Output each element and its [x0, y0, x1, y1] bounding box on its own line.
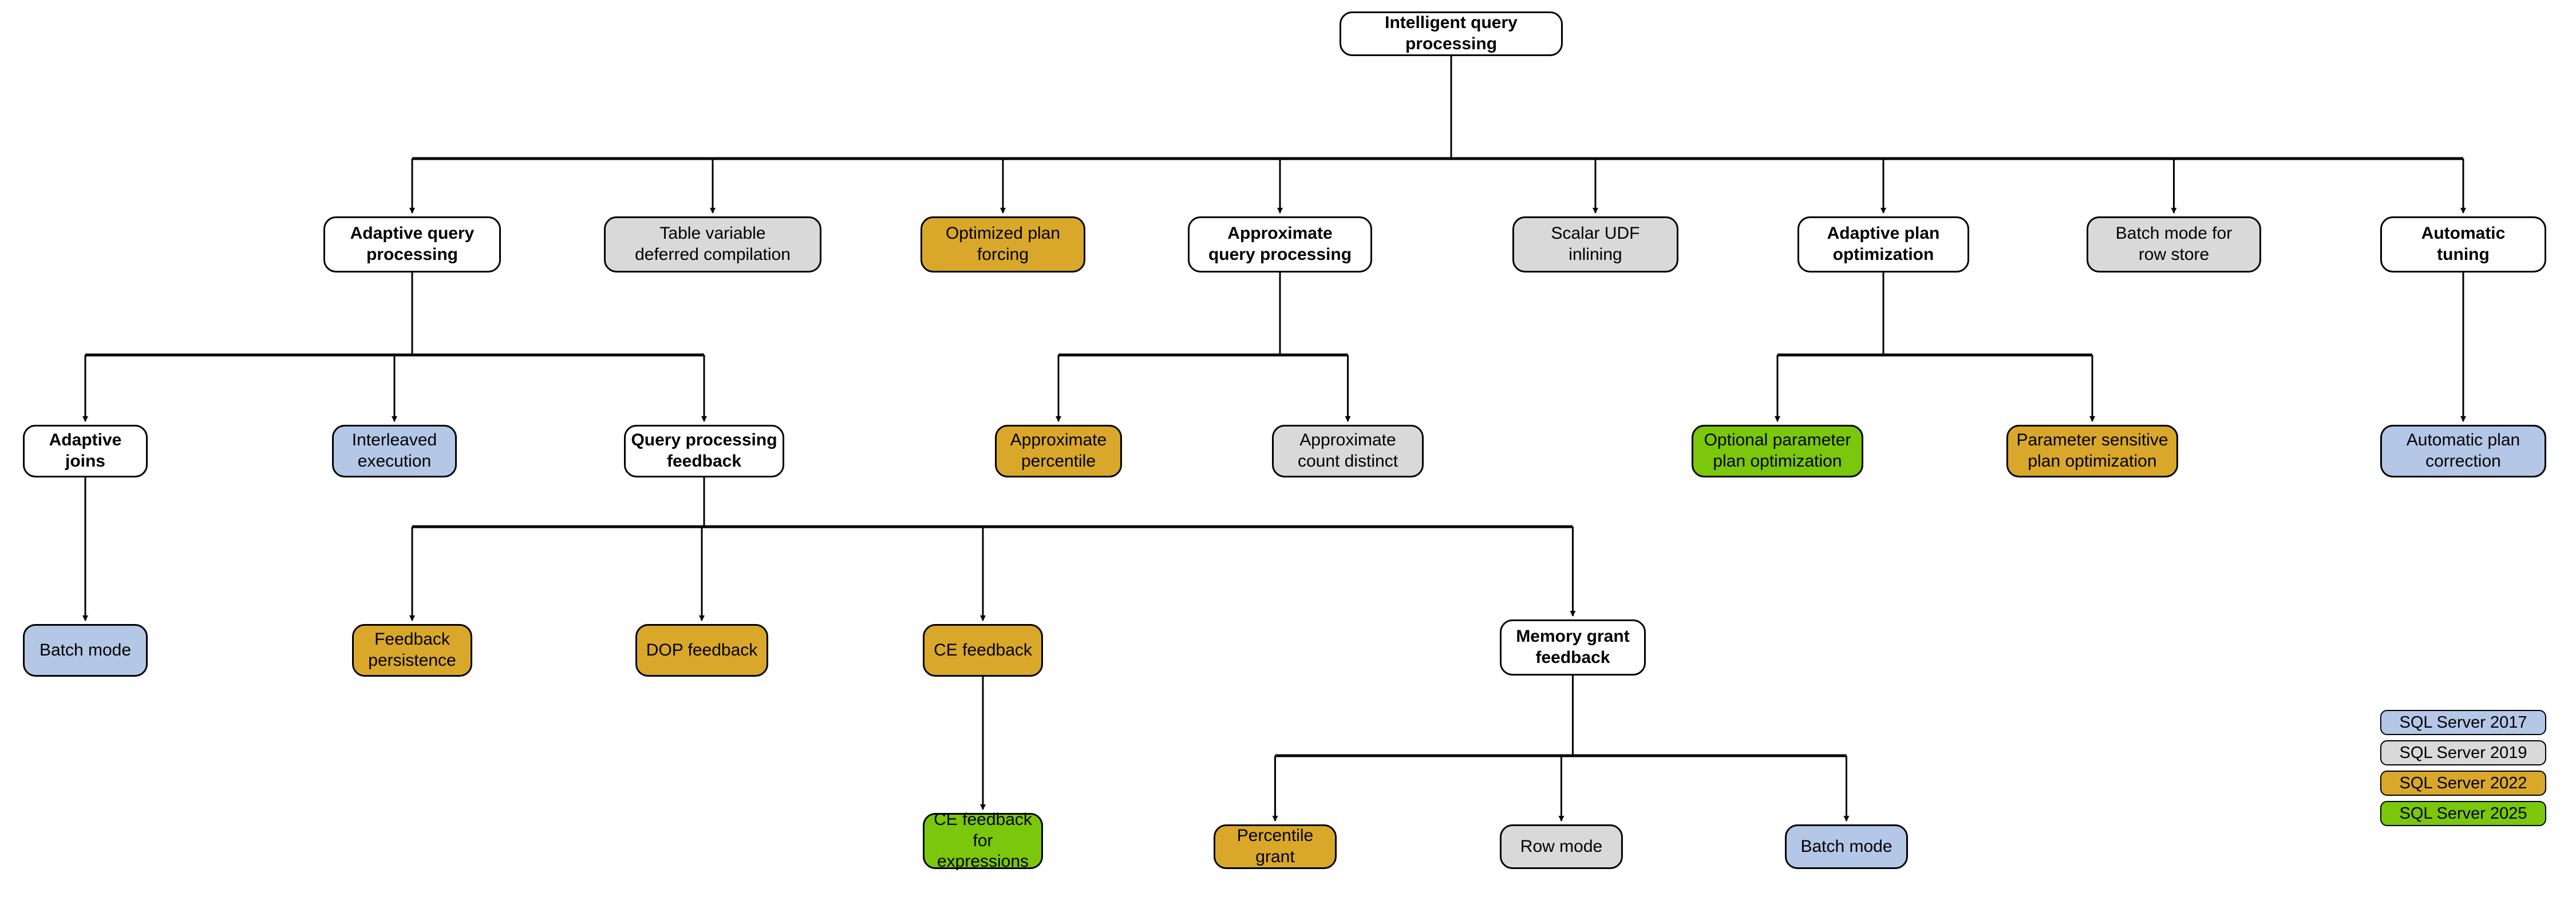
node-pspo[interactable]: Parameter sensitive plan optimization [2006, 425, 2178, 477]
node-label: Approximate query processing [1208, 224, 1352, 264]
node-label: Adaptive query processing [350, 224, 475, 264]
node-label: Memory grant feedback [1516, 627, 1630, 667]
node-bmrs[interactable]: Batch mode for row store [2087, 216, 2261, 273]
legend-item-sql-server-2022: SQL Server 2022 [2380, 771, 2546, 796]
node-label: Scalar UDF inlining [1551, 224, 1640, 264]
node-label: Optimized plan forcing [945, 224, 1061, 264]
legend-label: SQL Server 2019 [2399, 743, 2527, 762]
legend-label: SQL Server 2025 [2399, 804, 2527, 823]
node-label: Optional parameter plan optimization [1704, 431, 1851, 471]
node-root[interactable]: Intelligent query processing [1340, 11, 1563, 56]
node-label: CE feedback for expressions [934, 810, 1032, 871]
node-label: Automatic tuning [2421, 224, 2506, 264]
node-oppo[interactable]: Optional parameter plan optimization [1692, 425, 1863, 477]
node-pctgrant[interactable]: Percentile grant [1214, 824, 1337, 869]
node-label: Table variable deferred compilation [635, 224, 791, 264]
node-adaptivejoins[interactable]: Adaptive joins [23, 425, 148, 477]
node-apo[interactable]: Adaptive plan optimization [1797, 216, 1969, 273]
node-qpf[interactable]: Query processing feedback [624, 425, 784, 477]
legend-item-sql-server-2017: SQL Server 2017 [2380, 710, 2546, 735]
node-mgf[interactable]: Memory grant feedback [1500, 619, 1646, 676]
node-label: Interleaved execution [351, 431, 437, 471]
node-label: Query processing feedback [631, 431, 777, 471]
node-interleaved[interactable]: Interleaved execution [332, 425, 457, 477]
node-label: Adaptive joins [49, 431, 122, 471]
node-fbpersist[interactable]: Feedback persistence [352, 624, 472, 677]
node-approxpct[interactable]: Approximate percentile [995, 425, 1122, 477]
node-label: Approximate count distinct [1297, 431, 1398, 471]
node-label: Automatic plan correction [2406, 431, 2520, 471]
node-approxcd[interactable]: Approximate count distinct [1272, 425, 1424, 477]
node-label: Approximate percentile [1010, 431, 1107, 471]
node-label: Intelligent query processing [1385, 13, 1518, 53]
node-label: Adaptive plan optimization [1827, 224, 1940, 264]
node-label: Percentile grant [1236, 826, 1314, 866]
node-label: Batch mode for row store [2115, 224, 2233, 264]
node-label: Row mode [1520, 836, 1603, 856]
legend-label: SQL Server 2017 [2399, 713, 2527, 732]
node-label: DOP feedback [646, 640, 758, 660]
node-label: CE feedback [934, 640, 1032, 660]
node-batchmode2[interactable]: Batch mode [1785, 824, 1908, 869]
node-rowmode[interactable]: Row mode [1500, 824, 1623, 869]
node-autotune[interactable]: Automatic tuning [2380, 216, 2546, 273]
legend-item-sql-server-2019: SQL Server 2019 [2380, 740, 2546, 765]
node-label: Parameter sensitive plan optimization [2016, 431, 2168, 471]
node-cefb[interactable]: CE feedback [923, 624, 1043, 677]
node-cefbexpr[interactable]: CE feedback for expressions [923, 810, 1043, 871]
node-apc[interactable]: Automatic plan correction [2380, 425, 2546, 477]
node-batchmode1[interactable]: Batch mode [23, 624, 148, 677]
node-udf[interactable]: Scalar UDF inlining [1512, 216, 1678, 273]
legend-label: SQL Server 2022 [2399, 773, 2527, 792]
node-label: Batch mode [39, 640, 132, 660]
node-tvdc[interactable]: Table variable deferred compilation [604, 216, 821, 273]
node-label: Batch mode [1800, 836, 1893, 856]
node-label: Feedback persistence [368, 630, 456, 670]
node-opf[interactable]: Optimized plan forcing [920, 216, 1085, 273]
node-aqp[interactable]: Adaptive query processing [323, 216, 501, 273]
node-approxqp[interactable]: Approximate query processing [1188, 216, 1372, 273]
node-dopfb[interactable]: DOP feedback [635, 624, 768, 677]
legend-item-sql-server-2025: SQL Server 2025 [2380, 801, 2546, 826]
